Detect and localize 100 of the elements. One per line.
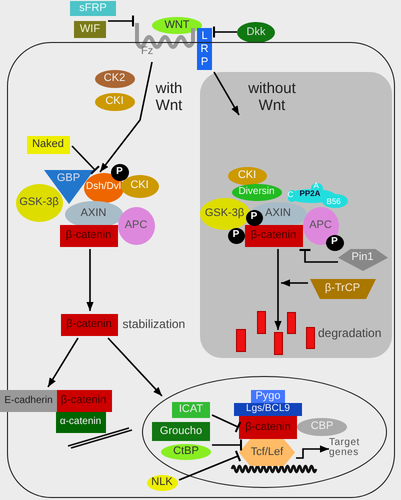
protein-bar: [256, 310, 266, 334]
protein-label: P: [331, 237, 338, 248]
arrow: [86, 249, 94, 311]
protein-ellipse: [16, 184, 62, 222]
protein-label: sFRP: [79, 2, 107, 14]
protein-bar: [286, 312, 296, 334]
protein-label: WNT: [164, 20, 190, 32]
protein-label: AXIN: [265, 208, 291, 220]
protein-label: GSK-3β: [19, 196, 59, 208]
protein-ellipse: [228, 166, 266, 184]
protein-label: β-catenin: [250, 230, 296, 242]
cell-outline: [7, 42, 395, 498]
protein-box: [0, 390, 57, 412]
protein-label: PP2A: [300, 190, 320, 198]
protein-box: [244, 224, 302, 246]
arrow: [47, 338, 79, 388]
protein-label: CKI: [105, 96, 124, 108]
process-label: stabilization: [122, 318, 186, 331]
arrow: [274, 249, 282, 330]
protein-label: β-catenin: [66, 318, 112, 330]
protein-ellipse: [120, 174, 158, 198]
phosphate-circle: [228, 228, 244, 244]
protein-label: CtBP: [173, 446, 199, 458]
protein-ellipse: [232, 184, 282, 200]
process-label: degradation: [318, 327, 382, 340]
protein-hexagon: [239, 439, 295, 466]
inhibition-line: [108, 14, 134, 28]
nucleus-oval: [142, 376, 386, 488]
protein-box: [56, 390, 112, 412]
protein-box: [60, 224, 118, 246]
arrow: [107, 337, 163, 397]
protein-label: β-catenin: [60, 394, 106, 406]
inhibition-line: [298, 249, 338, 263]
protein-ellipse: [297, 418, 347, 436]
receptor-label: Fz: [141, 46, 154, 58]
protein-bar: [236, 328, 246, 352]
protein-label: P: [116, 166, 123, 178]
protein-label: CKI: [130, 180, 149, 192]
arrow: [296, 445, 329, 459]
protein-label: β-catenin: [245, 422, 291, 434]
protein-label: E-cadherin: [4, 396, 53, 406]
inhibition-line: [71, 145, 100, 175]
gene-label: Target genes: [329, 438, 361, 458]
protein-box: [74, 21, 106, 38]
protein-label: CKI: [238, 170, 256, 182]
protein-box: [70, 1, 116, 16]
protein-label: Naked: [32, 138, 64, 150]
protein-box: [251, 390, 285, 403]
protein-label: Dsh/Dvl: [86, 182, 121, 193]
protein-label: AXIN: [80, 208, 106, 220]
protein-box: [239, 416, 297, 439]
protein-box: [60, 314, 118, 336]
protein-box: [234, 403, 302, 416]
protein-box: [152, 422, 210, 441]
protein-box: [26, 136, 70, 154]
inhibition-line: [212, 438, 242, 452]
protein-label: Dkk: [246, 26, 266, 38]
protein-label: A: [314, 182, 319, 190]
arrow: [213, 72, 240, 116]
protein-trapezoid: [310, 278, 376, 298]
pathway-panel: [200, 72, 392, 358]
protein-label: APC: [124, 220, 148, 232]
protein-label: Pin1: [351, 252, 374, 264]
protein-ellipse: [146, 474, 178, 490]
protein-label: P: [250, 212, 258, 223]
protein-label: B56: [326, 198, 341, 206]
inhibition-line: [212, 414, 242, 433]
protein-label: Pygo: [255, 390, 281, 402]
protein-label: Lgs/BCL9: [246, 404, 290, 415]
protein-label: ICAT: [178, 404, 204, 416]
protein-label: α-catenin: [60, 416, 102, 428]
protein-ellipse: [302, 206, 338, 244]
protein-ellipse: [161, 444, 211, 460]
protein-label: GSK-3β: [204, 208, 244, 220]
protein-label: GBP: [56, 172, 80, 184]
protein-label: WIF: [80, 24, 100, 36]
protein-bar: [306, 326, 314, 348]
protein-ellipse: [94, 92, 134, 110]
receptor-bar: [197, 28, 212, 70]
protein-ellipse: [118, 206, 154, 244]
inhibition-line: [178, 450, 242, 481]
protein-ellipse: [94, 70, 134, 88]
protein-label: Groucho: [160, 426, 202, 438]
edge-label: with Wnt: [154, 81, 184, 114]
protein-label: β-catenin: [66, 230, 112, 242]
phosphate-circle: [110, 164, 128, 180]
protein-box: [56, 412, 106, 432]
protein-label: CK2: [104, 72, 126, 84]
protein-label: LRP: [200, 30, 208, 69]
protein-ellipse: [152, 17, 202, 34]
inhibition-line: [213, 26, 237, 38]
phosphate-circle: [326, 234, 344, 250]
protein-ellipse: [200, 198, 250, 230]
protein-hexagon: [338, 248, 388, 270]
protein-label: CBP: [310, 421, 334, 433]
edge-label: without Wnt: [247, 81, 297, 114]
protein-ellipse: [237, 22, 275, 43]
protein-bar: [274, 332, 282, 354]
protein-complex: [288, 182, 348, 210]
protein-label: Tcf/Lef: [250, 446, 284, 458]
